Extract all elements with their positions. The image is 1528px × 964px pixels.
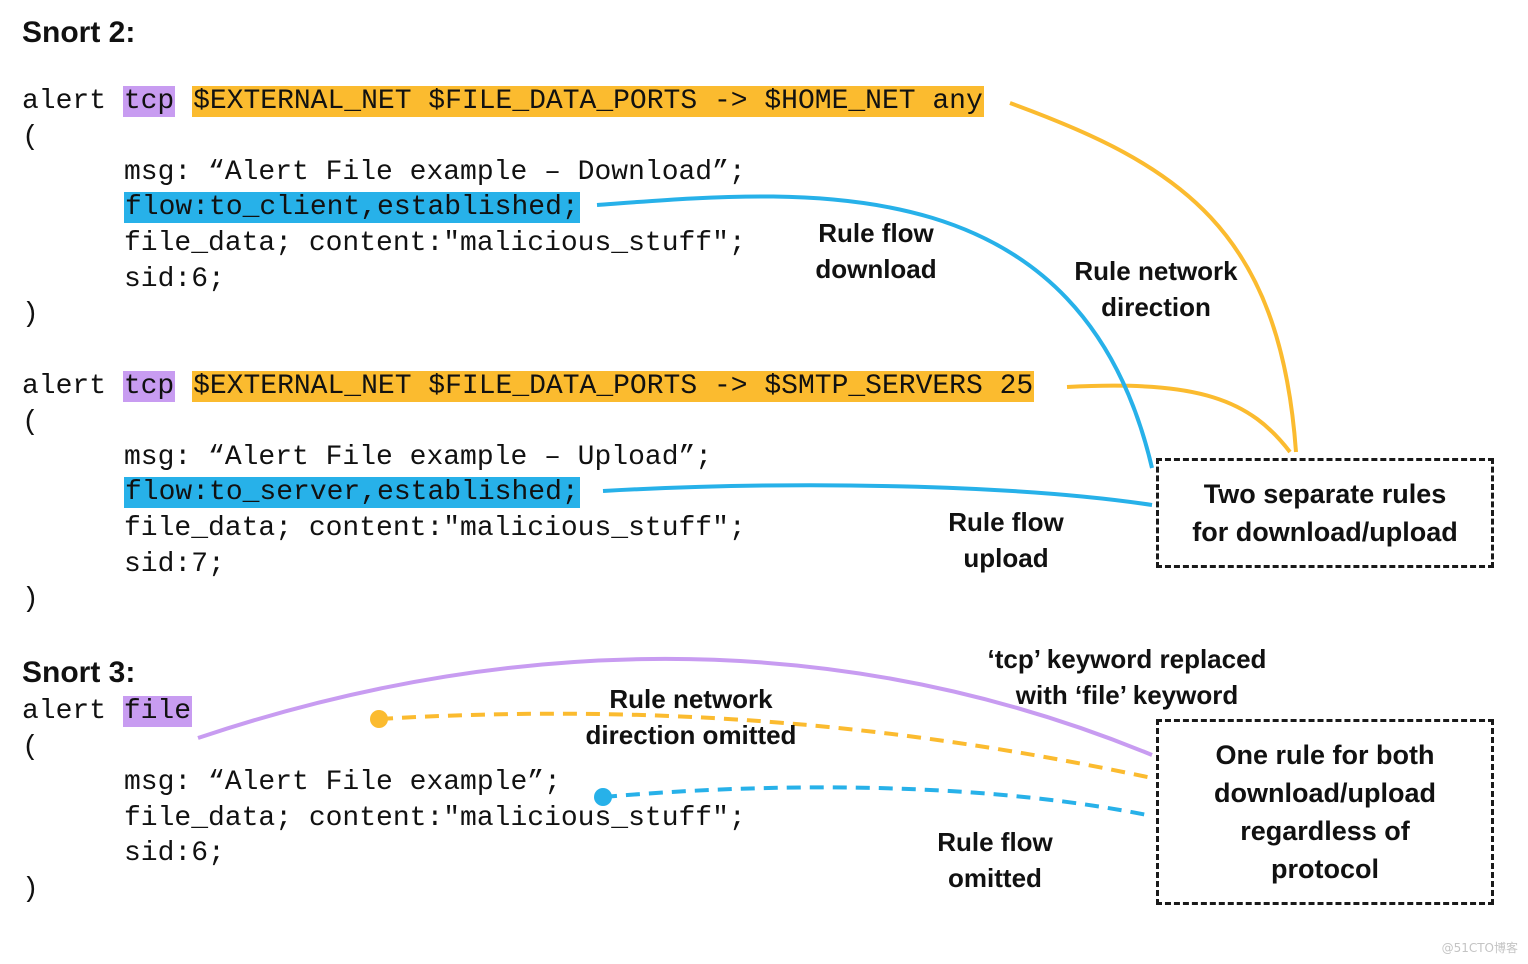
annotation-rule-flow-download: Rule flow download xyxy=(796,215,956,287)
annotation-line: direction xyxy=(1101,292,1211,322)
watermark: @51CTO博客 xyxy=(1441,941,1518,955)
annotation-line: direction omitted xyxy=(585,720,797,750)
rule1-flow-line: flow:to_client,established; xyxy=(124,190,580,226)
one-rule-for-both-box: One rule for both download/upload regard… xyxy=(1156,719,1494,905)
rule2-open-paren: ( xyxy=(22,407,39,438)
annotation-rule-network-direction: Rule network direction xyxy=(1055,253,1257,325)
box-line: download/upload xyxy=(1214,778,1436,808)
rule2-sid-option: sid:7; xyxy=(124,549,225,580)
rule1-sid-option: sid:6; xyxy=(124,264,225,295)
annotation-line: upload xyxy=(963,543,1049,573)
rule3-sid-option: sid:6; xyxy=(124,838,225,869)
rule1-msg-option: msg: “Alert File example – Download”; xyxy=(124,157,746,188)
annotation-line: download xyxy=(815,254,937,284)
rule2-protocol-keyword: tcp xyxy=(122,371,176,402)
rule3-alert-keyword: alert xyxy=(22,696,123,727)
snort2-heading: Snort 2: xyxy=(22,16,136,49)
rule1-alert-keyword: alert xyxy=(22,86,123,117)
box-line: regardless of xyxy=(1240,816,1410,846)
annotation-tcp-keyword-replaced: ‘tcp’ keyword replaced with ‘file’ keywo… xyxy=(966,641,1288,713)
rule3-file-data-option: file_data; content:"malicious_stuff"; xyxy=(124,803,746,834)
network-direction-connector-1 xyxy=(1009,101,1298,453)
annotation-rule-flow-upload: Rule flow upload xyxy=(926,504,1086,576)
rule1-file-data-option: file_data; content:"malicious_stuff"; xyxy=(124,228,746,259)
annotation-rule-network-direction-omitted: Rule network direction omitted xyxy=(568,681,814,753)
file-keyword-connector xyxy=(197,656,1153,757)
annotation-line: with ‘file’ keyword xyxy=(1015,680,1239,710)
rule2-msg-option: msg: “Alert File example – Upload”; xyxy=(124,442,713,473)
rule1-flow-option: flow:to_client,established; xyxy=(124,192,580,223)
box-line: for download/upload xyxy=(1192,517,1458,547)
flow-omitted-connector xyxy=(602,785,1153,818)
flow-upload-connector xyxy=(602,483,1153,507)
rule1-header-line: alert tcp $EXTERNAL_NET $FILE_DATA_PORTS… xyxy=(22,84,984,120)
rule1-network-header: $EXTERNAL_NET $FILE_DATA_PORTS -> $HOME_… xyxy=(192,86,984,117)
annotation-line: Rule network xyxy=(609,684,773,714)
rule2-flow-line: flow:to_server,established; xyxy=(124,475,580,511)
snort3-heading: Snort 3: xyxy=(22,656,136,689)
box-line: One rule for both xyxy=(1215,740,1435,770)
annotation-line: omitted xyxy=(948,863,1042,893)
rule3-msg-option: msg: “Alert File example”; xyxy=(124,767,561,798)
rule1-close-paren: ) xyxy=(22,299,39,330)
network-direction-omitted-dot xyxy=(370,710,388,728)
annotation-line: Rule flow xyxy=(937,827,1053,857)
annotation-line: Rule flow xyxy=(818,218,934,248)
annotation-line: Rule network xyxy=(1074,256,1238,286)
flow-download-connector xyxy=(596,194,1154,469)
rule3-close-paren: ) xyxy=(22,874,39,905)
flow-omitted-dot xyxy=(594,788,612,806)
network-direction-connector-2 xyxy=(1066,383,1292,454)
rule2-network-header: $EXTERNAL_NET $FILE_DATA_PORTS -> $SMTP_… xyxy=(192,371,1035,402)
annotation-line: ‘tcp’ keyword replaced xyxy=(987,644,1267,674)
rule3-open-paren: ( xyxy=(22,732,39,763)
rule1-protocol-keyword: tcp xyxy=(122,86,176,117)
two-separate-rules-box: Two separate rules for download/upload xyxy=(1156,458,1494,568)
annotation-rule-flow-omitted: Rule flow omitted xyxy=(918,824,1072,896)
rule2-header-line: alert tcp $EXTERNAL_NET $FILE_DATA_PORTS… xyxy=(22,369,1035,405)
annotation-line: Rule flow xyxy=(948,507,1064,537)
box-line: Two separate rules xyxy=(1203,479,1447,509)
rule2-flow-option: flow:to_server,established; xyxy=(124,477,580,508)
rule2-file-data-option: file_data; content:"malicious_stuff"; xyxy=(124,513,746,544)
rule2-alert-keyword: alert xyxy=(22,371,123,402)
rule3-protocol-keyword: file xyxy=(122,696,193,727)
rule1-open-paren: ( xyxy=(22,122,39,153)
rule2-close-paren: ) xyxy=(22,584,39,615)
rule3-header-line: alert file xyxy=(22,694,193,730)
box-line: protocol xyxy=(1271,854,1379,884)
